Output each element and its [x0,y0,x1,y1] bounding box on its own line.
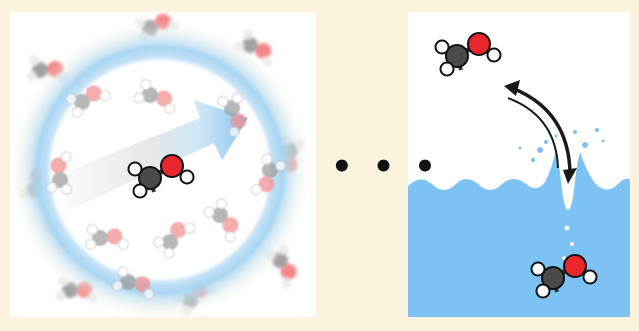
molecule-evaporation-panel [408,12,630,317]
hydrogen-atom [179,169,195,185]
solvent-molecule [111,266,155,300]
hydrogen-atom [132,183,148,199]
solvent-molecule [203,198,239,243]
hydrogen-atom [530,261,546,277]
arrow-head-down [563,168,577,184]
solvent-molecule [46,151,72,195]
ellipsis-connector: • • • [331,147,440,187]
liquid-phase-methanol-molecule [530,254,598,299]
central-methanol-molecule [127,154,195,199]
oxygen-atom [563,254,587,278]
gas-phase-methanol-molecule [434,32,502,77]
carbon-atom [138,166,162,190]
exchange-arrow [504,80,577,184]
carbon-atom [445,44,469,68]
hydrogen-atom [486,47,502,63]
hydrogen-atom [434,39,450,55]
beam-arrow [58,100,248,210]
hydrogen-atom [582,269,598,285]
solvent-molecule [85,224,129,250]
solvent-molecule [217,92,247,138]
solvent-molecule [133,78,176,115]
hydrogen-atom [535,283,551,299]
solvent-molecule [153,221,196,259]
molecule-in-solution-panel [10,12,316,317]
splash-droplets [518,128,605,162]
solvent-molecule [65,85,111,118]
arrow-head-up [504,80,520,96]
carbon-atom [541,266,565,290]
bubbles [562,225,574,260]
inner-solvent-molecules [46,78,287,300]
hydrogen-atom [439,61,455,77]
hydrogen-atom [127,161,143,177]
oxygen-atom [467,32,491,56]
solvent-molecule [250,153,287,196]
oxygen-atom [160,154,184,178]
